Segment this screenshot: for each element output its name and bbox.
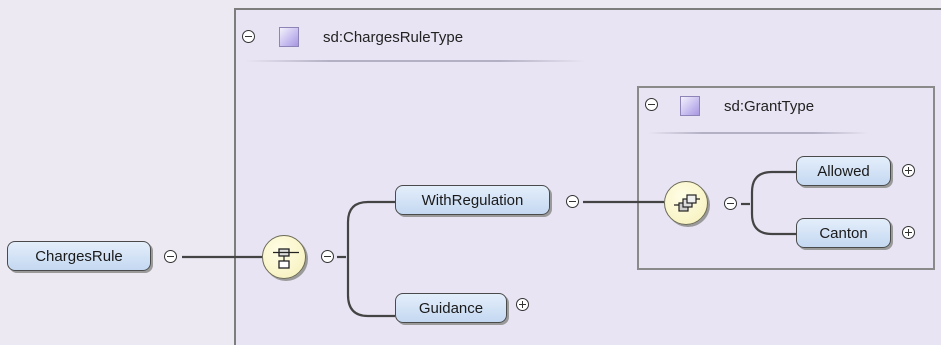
expand-canton-icon[interactable] (902, 226, 915, 239)
sequence-compositor-icon[interactable] (262, 235, 306, 279)
expand-allowed-icon[interactable] (902, 164, 915, 177)
element-charges-rule[interactable]: ChargesRule (7, 241, 151, 271)
collapse-with-regulation-icon[interactable] (566, 195, 579, 208)
type-header-divider (245, 60, 585, 62)
all-branch-line (750, 170, 796, 236)
collapse-inner-type-icon[interactable] (645, 98, 658, 111)
element-guidance[interactable]: Guidance (395, 293, 507, 323)
element-with-regulation[interactable]: WithRegulation (395, 185, 550, 215)
collapse-sequence-icon[interactable] (321, 250, 334, 263)
all-compositor-icon[interactable] (664, 181, 708, 225)
element-canton[interactable]: Canton (796, 218, 891, 248)
sequence-branch-line (346, 200, 395, 318)
element-allowed[interactable]: Allowed (796, 156, 891, 186)
collapse-type-icon[interactable] (242, 30, 255, 43)
inner-type-header-divider (648, 132, 868, 134)
outer-type-label: sd:ChargesRuleType (323, 29, 464, 46)
collapse-all-icon[interactable] (724, 197, 737, 210)
inner-type-label: sd:GrantType (724, 98, 815, 115)
collapse-charges-rule-icon[interactable] (164, 250, 177, 263)
complex-type-icon (279, 27, 299, 47)
expand-guidance-icon[interactable] (516, 298, 529, 311)
inner-complex-type-icon (680, 96, 700, 116)
